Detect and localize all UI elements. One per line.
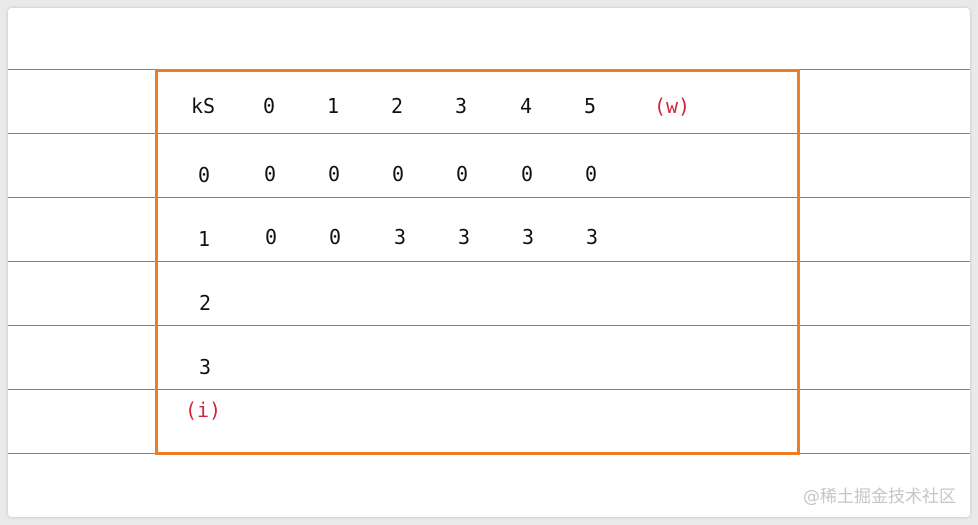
ruled-line	[8, 197, 970, 198]
table-cell: 3	[457, 225, 471, 249]
table-cell: 0	[391, 162, 405, 186]
ruled-line	[8, 261, 970, 262]
dp-table-frame	[155, 69, 800, 455]
ruled-line	[8, 133, 970, 134]
column-axis-label: (w)	[653, 94, 691, 118]
row-label: 3	[198, 355, 212, 379]
table-cell: 3	[585, 225, 599, 249]
notebook-sheet: kS 0 1 2 3 4 5 (w) 0 0 0 0 0 0 0 1 0 0 3…	[8, 8, 970, 517]
table-cell: 0	[327, 162, 341, 186]
column-header: 0	[262, 94, 276, 118]
table-cell: 3	[393, 225, 407, 249]
table-cell: 0	[584, 162, 598, 186]
column-header: 4	[519, 94, 533, 118]
watermark: @稀土掘金技术社区	[803, 487, 956, 507]
table-cell: 0	[328, 225, 342, 249]
column-header: 5	[583, 94, 597, 118]
table-cell: 0	[520, 162, 534, 186]
column-header: 3	[454, 94, 468, 118]
table-cell: 0	[263, 162, 277, 186]
row-label: 0	[197, 163, 211, 187]
row-label: 2	[198, 291, 212, 315]
row-label: 1	[197, 227, 211, 251]
table-cell: 3	[521, 225, 535, 249]
corner-label: kS	[190, 94, 216, 118]
row-axis-label: (i)	[184, 398, 222, 422]
table-cell: 0	[264, 225, 278, 249]
table-cell: 0	[455, 162, 469, 186]
column-header: 2	[390, 94, 404, 118]
ruled-line	[8, 389, 970, 390]
ruled-line	[8, 325, 970, 326]
column-header: 1	[326, 94, 340, 118]
